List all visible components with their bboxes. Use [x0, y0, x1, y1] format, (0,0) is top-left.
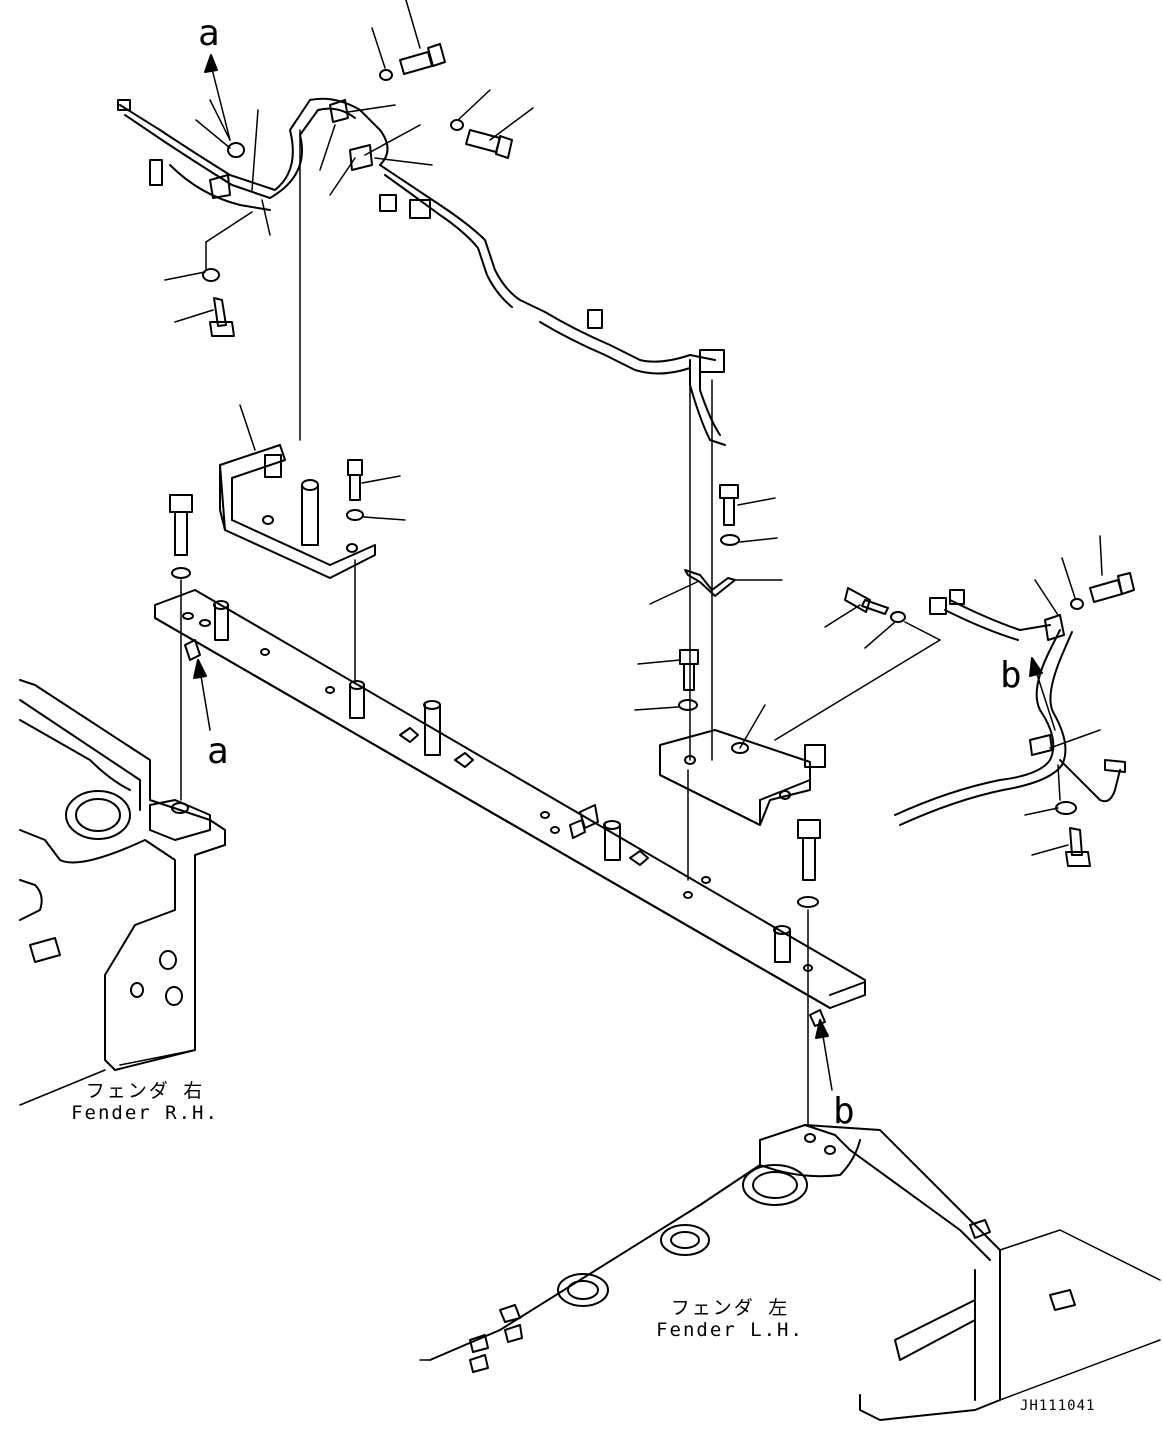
fender-lh-en: Fender L.H.	[656, 1319, 804, 1341]
fender-lh	[419, 1124, 1161, 1421]
upper-clamps	[202, 69, 464, 282]
upper-harness	[117, 97, 726, 446]
leader-lines-upper	[164, 0, 534, 441]
ref-label-b-bottom: b	[833, 1091, 855, 1132]
left-bracket-bolts	[169, 459, 406, 681]
reference-arrows	[180, 54, 1056, 1126]
fender-rh	[19, 679, 226, 1106]
drawing-code: JH111041	[1020, 1398, 1096, 1414]
fender-rh-en: Fender R.H.	[71, 1102, 219, 1124]
ref-label-a-bottom: a	[207, 731, 229, 772]
right-bracket-fasteners	[634, 379, 821, 908]
ref-label-b-right: b	[1000, 655, 1022, 696]
upper-bolts	[209, 43, 513, 337]
fender-lh-jp: フェンダ 左	[670, 1297, 790, 1319]
fender-rh-caption: フェンダ 右 Fender R.H.	[70, 1080, 220, 1124]
right-bracket	[659, 704, 826, 826]
right-harness	[774, 535, 1135, 867]
fender-rh-jp: フェンダ 右	[85, 1080, 205, 1102]
ref-label-a-top: a	[198, 13, 220, 54]
fender-lh-caption: フェンダ 左 Fender L.H.	[655, 1297, 805, 1341]
left-bracket	[219, 404, 376, 579]
cross-beam	[154, 589, 866, 1027]
